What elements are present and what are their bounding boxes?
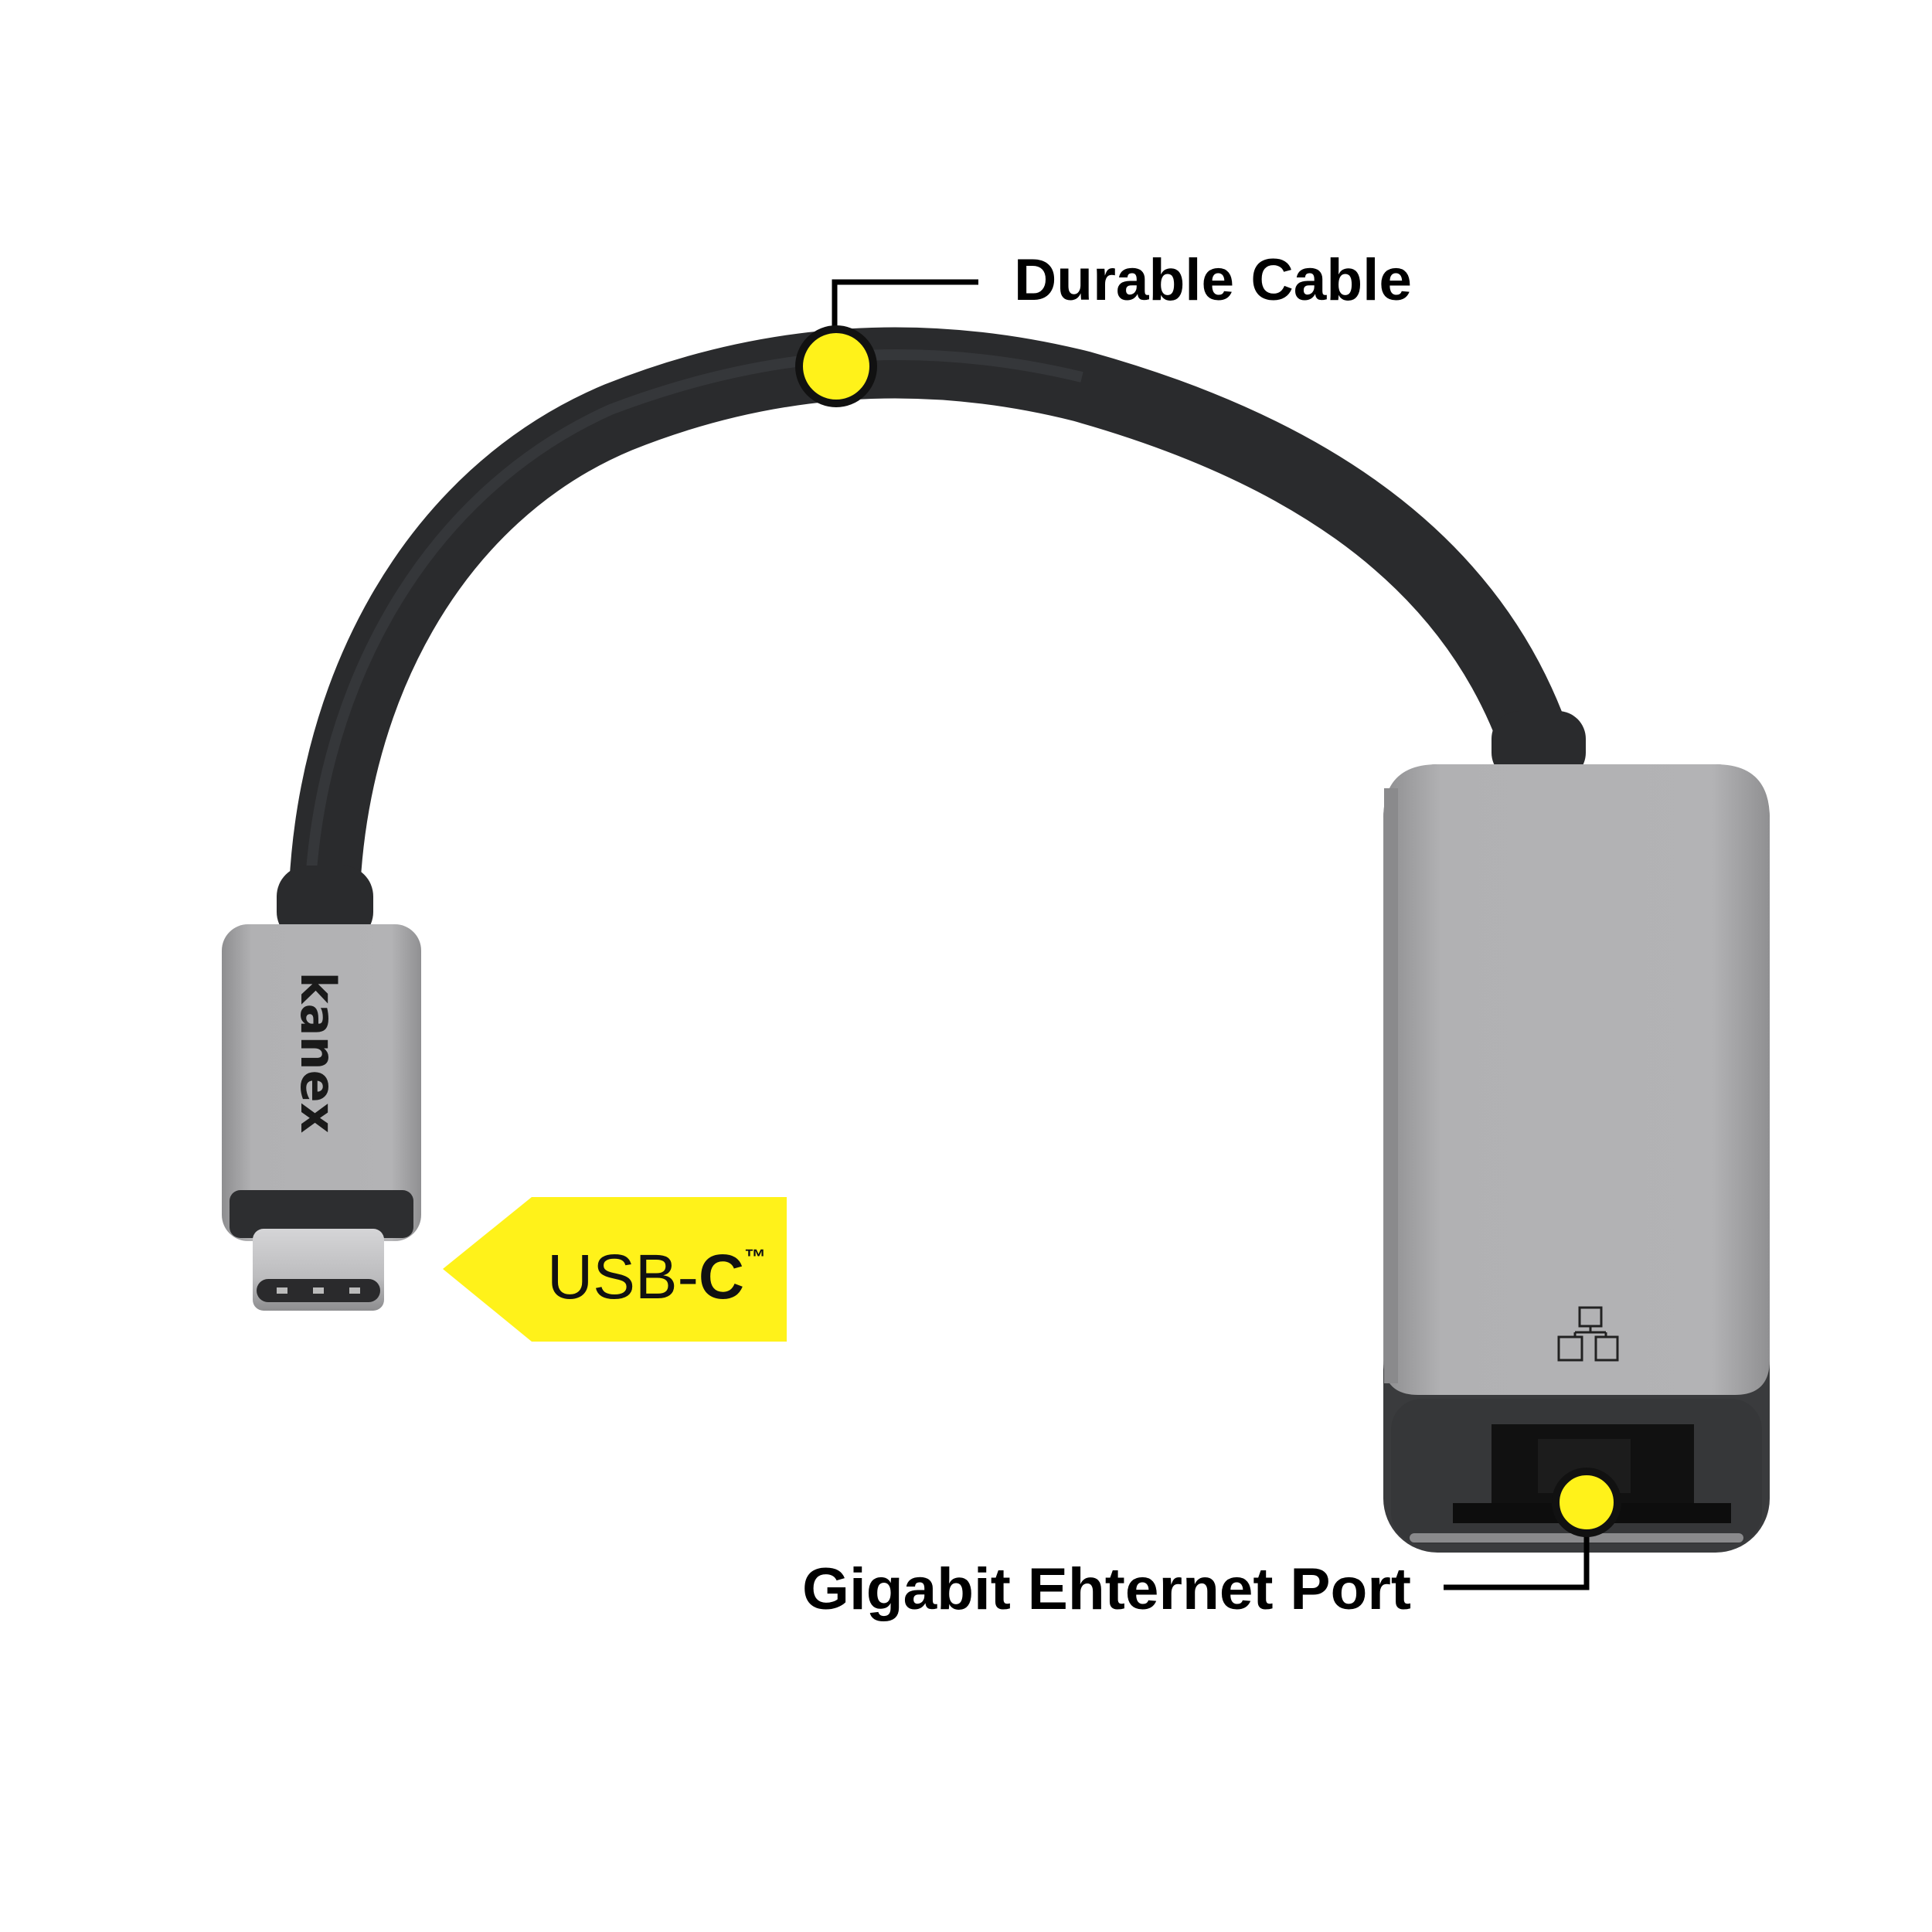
callout-cable: Durable Cable	[795, 247, 1412, 407]
callout-port-label: Gigabit Ehternet Port	[802, 1556, 1411, 1622]
callout-dot	[1552, 1468, 1621, 1537]
network-icon	[1557, 1306, 1619, 1362]
svg-text:USB-C™: USB-C™	[547, 1242, 766, 1312]
usb-strain-relief	[277, 866, 373, 943]
brand-logo: kanex	[290, 971, 346, 1133]
callout-port: Gigabit Ehternet Port	[802, 1468, 1621, 1622]
trademark: ™	[744, 1245, 766, 1269]
adapter-strain-relief	[1492, 711, 1586, 781]
usb-c-tag: USB-C™	[443, 1197, 787, 1342]
usb-c-plug: kanex	[222, 924, 421, 1311]
cable	[288, 327, 1573, 955]
usb-c-label: USB-	[547, 1242, 699, 1312]
callout-cable-label: Durable Cable	[1014, 247, 1412, 313]
callout-dot	[795, 325, 877, 407]
ethernet-adapter	[1383, 764, 1770, 1553]
usb-c-label-bold: C	[699, 1242, 744, 1312]
